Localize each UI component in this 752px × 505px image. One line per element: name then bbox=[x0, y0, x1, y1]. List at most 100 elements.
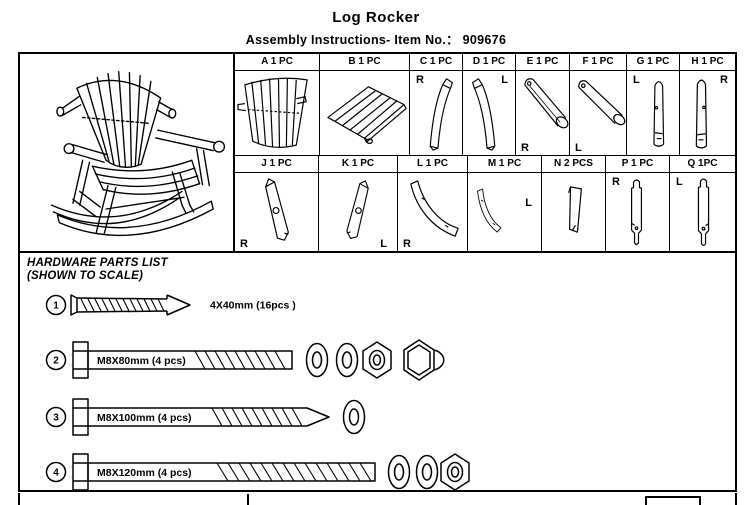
part-cell-q: Q 1PC L bbox=[670, 156, 735, 251]
hex-nut-icon bbox=[440, 453, 470, 490]
side-letter-l: R bbox=[403, 238, 411, 250]
hardware-section: HARDWARE PARTS LIST (SHOWN TO SCALE) 1 bbox=[20, 253, 735, 490]
item-number-1: 1 bbox=[53, 301, 59, 312]
main-frame: A 1 PC bbox=[18, 52, 737, 492]
hardware-label-2: M8X80mm (4 pcs) bbox=[97, 355, 186, 367]
item-number-3: 3 bbox=[53, 413, 59, 424]
part-p-drawing bbox=[631, 179, 643, 246]
part-label-p: P 1 PC bbox=[606, 156, 669, 173]
part-cell-a: A 1 PC bbox=[235, 54, 320, 155]
side-letter-j: R bbox=[240, 238, 248, 250]
parts-table: A 1 PC bbox=[20, 54, 735, 253]
part-label-m: M 1 PC bbox=[468, 156, 541, 173]
side-letter-m: L bbox=[525, 197, 532, 209]
hex-head-lag-bolt-icon bbox=[72, 398, 330, 436]
part-cell-c: C 1 PC R bbox=[410, 54, 463, 155]
side-letter-d: L bbox=[501, 74, 508, 86]
hardware-row-1: 1 4X40mm (16pcs ) bbox=[27, 288, 735, 327]
part-cell-e: E 1 PC R bbox=[516, 54, 570, 155]
part-m-drawing bbox=[477, 188, 502, 233]
part-cell-p: P 1 PC R bbox=[606, 156, 670, 251]
hardware-item-3-drawing: 3 M8X100mm (4 pcs) bbox=[45, 398, 366, 436]
part-label-e: E 1 PC bbox=[516, 54, 569, 71]
hardware-scale-note: (SHOWN TO SCALE) bbox=[27, 270, 144, 282]
part-f-drawing bbox=[578, 80, 626, 126]
flat-washer-icon bbox=[305, 342, 329, 378]
cap-nut-icon bbox=[403, 339, 445, 381]
part-label-g: G 1 PC bbox=[627, 54, 679, 71]
wood-screw-icon bbox=[70, 294, 191, 316]
parts-grid-row-2: J 1 PC R bbox=[235, 156, 735, 251]
parts-grid-row-1: A 1 PC bbox=[235, 54, 735, 156]
part-cell-g: G 1 PC L bbox=[627, 54, 680, 155]
rocking-chair-drawing bbox=[50, 70, 225, 236]
part-cell-j: J 1 PC R bbox=[235, 156, 319, 251]
page-title: Log Rocker bbox=[332, 9, 420, 26]
side-letter-f: L bbox=[575, 142, 582, 154]
part-cell-l: L 1 PC R bbox=[398, 156, 468, 251]
part-a-drawing bbox=[237, 77, 308, 148]
part-g-drawing bbox=[653, 81, 665, 147]
side-letter-h: R bbox=[720, 74, 728, 86]
hardware-row-3: 3 M8X100mm (4 pcs) bbox=[27, 396, 735, 443]
hardware-item-1-drawing: 1 4X40mm (16pcs ) bbox=[45, 294, 296, 316]
hardware-item-2-drawing: 2 M8X80mm (4 pcs) bbox=[45, 339, 445, 381]
part-label-q: Q 1PC bbox=[670, 156, 735, 173]
part-label-d: D 1 PC bbox=[463, 54, 515, 71]
part-cell-b: B 1 PC bbox=[320, 54, 410, 155]
parts-grid: A 1 PC bbox=[235, 54, 735, 251]
hex-head-bolt-icon bbox=[72, 453, 376, 490]
flat-washer-icon bbox=[335, 342, 359, 378]
item-number-4: 4 bbox=[53, 468, 59, 479]
next-section-cutoff bbox=[18, 493, 737, 505]
part-label-h: H 1 PC bbox=[680, 54, 735, 71]
part-j-drawing bbox=[265, 178, 289, 241]
side-letter-k: L bbox=[380, 238, 387, 250]
side-letter-g: L bbox=[633, 74, 640, 86]
part-cell-n: N 2 PCS bbox=[542, 156, 606, 251]
part-label-b: B 1 PC bbox=[320, 54, 409, 71]
part-l-drawing bbox=[410, 180, 459, 237]
item-number-circle bbox=[45, 461, 67, 483]
part-c-drawing bbox=[429, 78, 453, 151]
part-label-j: J 1 PC bbox=[235, 156, 318, 173]
page-subtitle: Assembly Instructions- Item No.： 909676 bbox=[245, 33, 507, 47]
hardware-item-4-drawing: 4 M8X120mm (4 pcs) bbox=[45, 453, 470, 490]
part-label-f: F 1 PC bbox=[570, 54, 626, 71]
item-number-circle bbox=[45, 349, 67, 371]
item-number-2: 2 bbox=[53, 356, 59, 367]
part-label-n: N 2 PCS bbox=[542, 156, 605, 173]
part-d-drawing bbox=[472, 78, 496, 151]
part-cell-k: K 1 PC L bbox=[319, 156, 398, 251]
assembled-chair-cell bbox=[20, 54, 235, 251]
part-n-drawing bbox=[568, 186, 582, 233]
part-label-k: K 1 PC bbox=[319, 156, 397, 173]
hardware-row-4: 4 M8X120mm (4 pcs) bbox=[27, 449, 735, 490]
part-label-l: L 1 PC bbox=[398, 156, 467, 173]
part-q-drawing bbox=[697, 178, 710, 247]
side-letter-p: R bbox=[612, 176, 620, 188]
hardware-row-2: 2 M8X80mm (4 pcs) bbox=[27, 338, 735, 387]
flat-washer-icon bbox=[387, 454, 411, 490]
item-number-circle bbox=[45, 294, 67, 316]
part-cell-h: H 1 PC R bbox=[680, 54, 735, 155]
part-e-drawing bbox=[524, 78, 569, 129]
side-letter-c: R bbox=[416, 74, 424, 86]
next-section-divider bbox=[247, 494, 249, 505]
hardware-label-3: M8X100mm (4 pcs) bbox=[97, 412, 192, 424]
item-number-circle bbox=[45, 406, 67, 428]
hardware-label-1: 4X40mm (16pcs ) bbox=[210, 300, 296, 312]
flat-washer-icon bbox=[415, 454, 439, 490]
part-h-drawing bbox=[695, 79, 708, 149]
part-cell-f: F 1 PC L bbox=[570, 54, 627, 155]
next-section-box bbox=[645, 496, 701, 505]
part-k-drawing bbox=[346, 180, 369, 240]
part-cell-m: M 1 PC L bbox=[468, 156, 542, 251]
part-b-drawing bbox=[327, 86, 407, 144]
flat-washer-icon bbox=[342, 399, 366, 435]
part-label-a: A 1 PC bbox=[235, 54, 319, 71]
hardware-title: HARDWARE PARTS LIST bbox=[27, 257, 168, 269]
part-label-c: C 1 PC bbox=[410, 54, 462, 71]
title-block: Log Rocker Assembly Instructions- Item N… bbox=[0, 9, 752, 48]
